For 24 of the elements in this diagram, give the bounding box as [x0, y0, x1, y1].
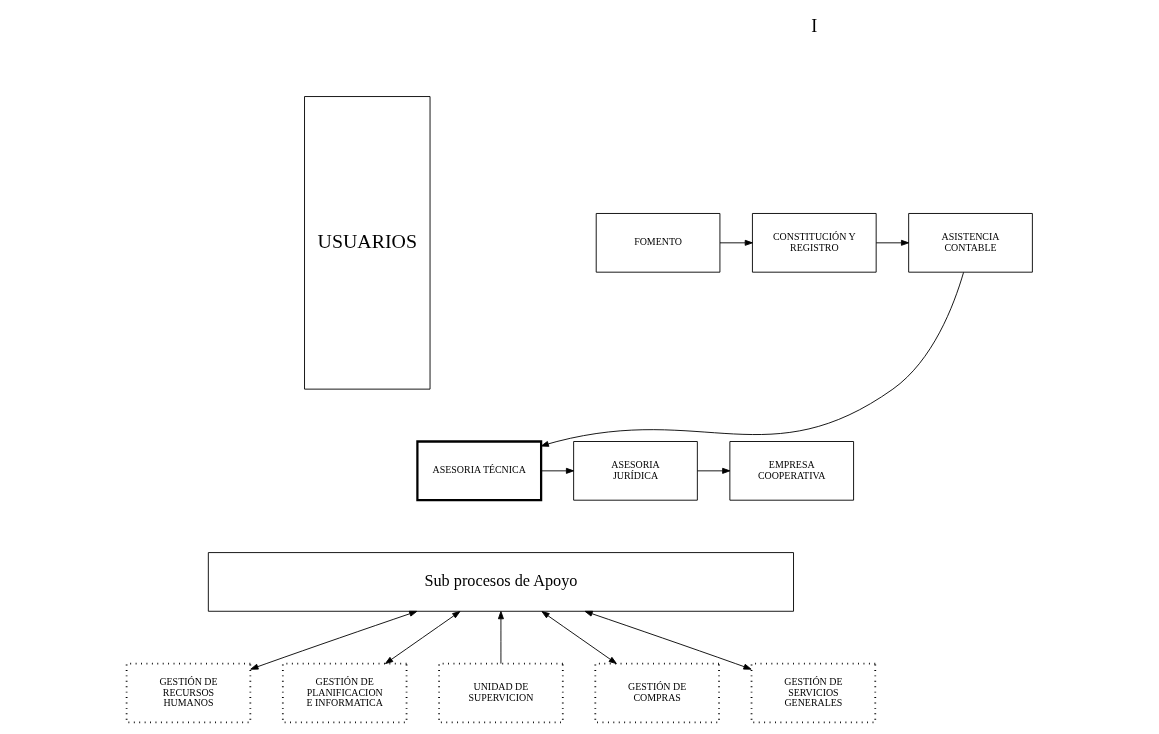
- node-box: GESTIÓN DE SERVICIOS GENERALES: [750, 662, 877, 724]
- arrow: [696, 467, 731, 474]
- node-box: Sub procesos de Apoyo: [207, 552, 794, 612]
- node-box: CONSTITUCIÓN Y REGISTRO: [752, 213, 877, 273]
- arrow: [497, 611, 504, 665]
- node-box: EMPRESA COOPERATIVA: [729, 441, 855, 501]
- node-box: GESTIÓN DE COMPRAS: [594, 662, 720, 724]
- label: I: [811, 16, 818, 37]
- node-box: FOMENTO: [595, 213, 721, 273]
- arrow: [250, 610, 418, 670]
- node-box: GESTIÓN DE PLANIFICACION E INFORMATICA: [281, 662, 408, 724]
- node-box: ASESORIA TÉCNICA: [416, 440, 543, 502]
- node-box: UNIDAD DE SUPERVICION: [438, 662, 564, 724]
- arrow: [540, 271, 964, 447]
- arrow: [719, 239, 753, 246]
- node-box: USUARIOS: [304, 96, 431, 390]
- arrow: [584, 610, 752, 670]
- node-box: GESTIÓN DE RECURSOS HUMANOS: [125, 662, 252, 724]
- arrow: [540, 467, 575, 474]
- arrow: [541, 611, 617, 665]
- arrow: [875, 239, 910, 246]
- node-box: ASISTENCIA CONTABLE: [908, 213, 1033, 273]
- node-box: ASESORIA JURÍDICA: [573, 441, 698, 501]
- arrow: [385, 611, 461, 665]
